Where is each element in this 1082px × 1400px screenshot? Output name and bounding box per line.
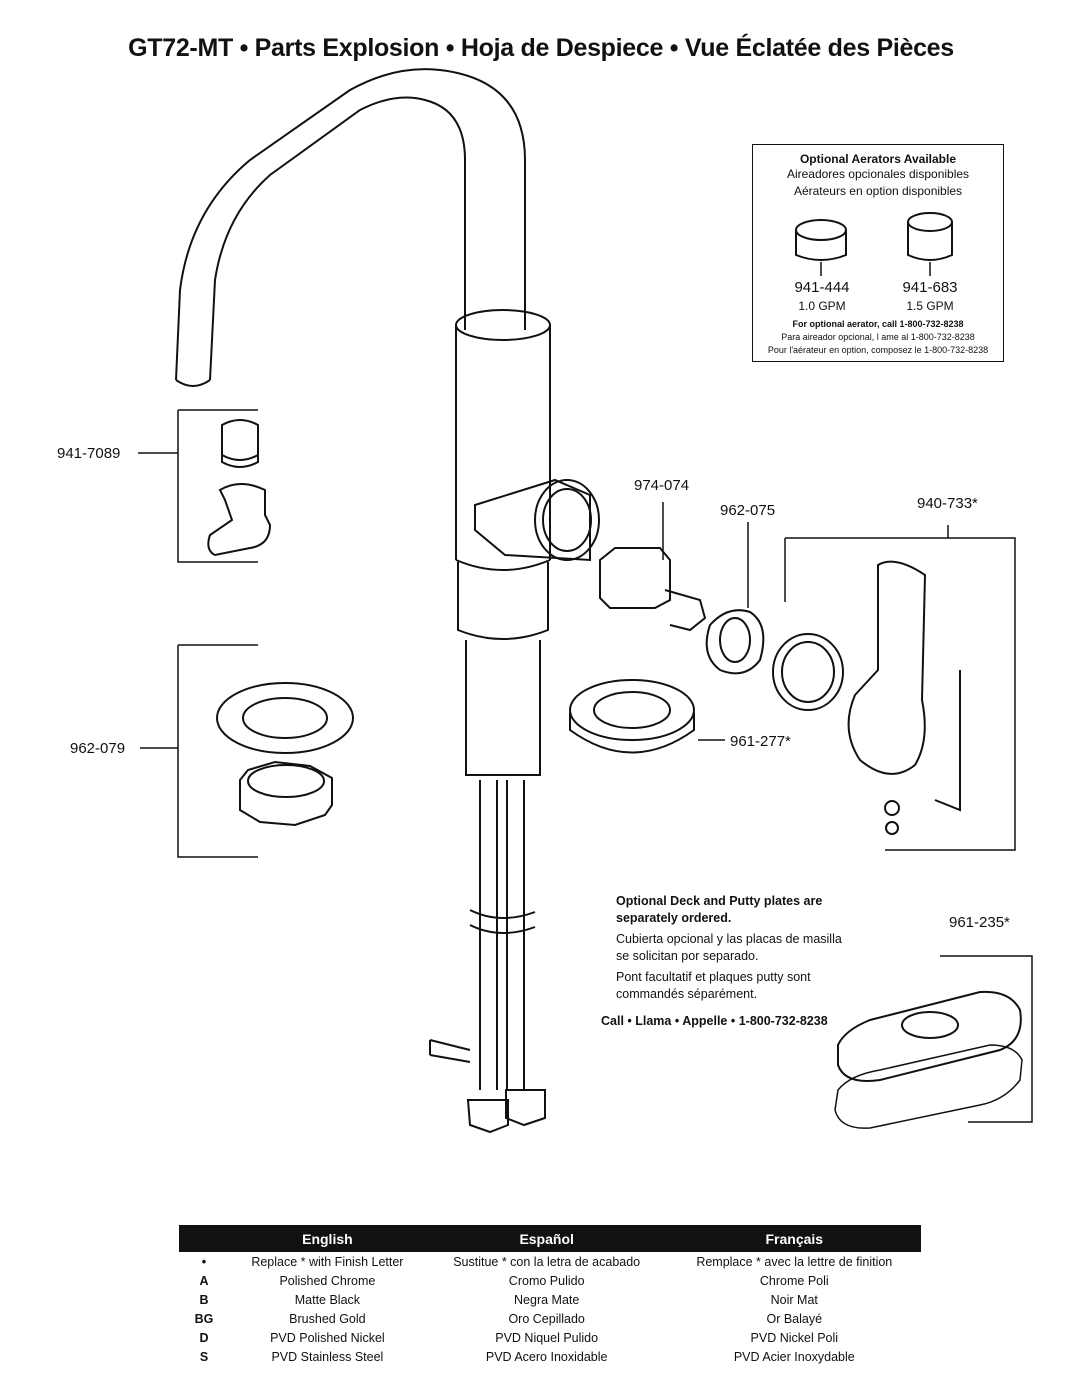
column-header: English xyxy=(229,1225,426,1252)
aerators-call-en: For optional aerator, call 1-800-732-823… xyxy=(792,319,964,329)
finish-fr: Or Balayé xyxy=(766,1311,823,1326)
finish-en: Replace * with Finish Letter xyxy=(251,1254,404,1269)
finish-es: Oro Cepillado xyxy=(508,1311,585,1326)
threaded-shank-illustration xyxy=(465,640,541,776)
finish-en: PVD Stainless Steel xyxy=(271,1349,384,1364)
handle-kit-illustration xyxy=(772,525,1016,851)
finish-fr: PVD Nickel Poli xyxy=(750,1330,839,1345)
finish-fr: PVD Acier Inoxydable xyxy=(733,1349,855,1364)
finish-fr: Remplace * avec la lettre de finition xyxy=(696,1254,893,1269)
aerators-call-es: Para aireador opcional, l ame al 1-800-7… xyxy=(781,332,975,342)
faucet-body-illustration xyxy=(455,309,600,640)
aerators-heading-es: Aireadores opcionales disponibles xyxy=(786,167,970,181)
finish-code: B xyxy=(199,1292,209,1307)
finish-code: A xyxy=(199,1273,209,1288)
callout-mounting-kit: 962-079 xyxy=(70,740,126,757)
aerator-flow-rate: 1.5 GPM xyxy=(906,299,954,313)
finish-code: BG xyxy=(194,1311,214,1326)
deck-note-es: Cubierta opcional y las placas de masill… xyxy=(616,932,842,963)
finish-es: Cromo Pulido xyxy=(508,1273,585,1288)
deck-note-call: Call • Llama • Appelle • 1-800-732-8238 xyxy=(601,1014,828,1028)
aerators-heading-fr: Aérateurs en option disponibles xyxy=(793,184,963,198)
supply-lines-illustration xyxy=(429,780,546,1134)
aerator-flow-rate: 1.0 GPM xyxy=(798,299,846,313)
finish-en: Brushed Gold xyxy=(289,1311,366,1326)
column-header xyxy=(179,1225,229,1252)
callout-escutcheon: 961-277* xyxy=(730,733,791,750)
deck-note-fr: Pont facultatif et plaques putty sont co… xyxy=(616,970,811,1001)
deck-plate-note: Optional Deck and Putty plates are separ… xyxy=(616,893,856,1007)
optional-aerators-box: Optional Aerators Available Aireadores o… xyxy=(752,144,1004,362)
bonnet-nut-illustration xyxy=(705,522,765,675)
callout-handle-kit: 940-733* xyxy=(917,495,978,512)
aerator-kit-illustration xyxy=(138,409,272,563)
column-header: Español xyxy=(425,1225,668,1252)
table-row: • Replace * with Finish Letter Sustitue … xyxy=(179,1252,921,1271)
aerator-part-number: 941-683 xyxy=(902,279,958,296)
finish-fr: Chrome Poli xyxy=(759,1273,829,1288)
table-row: S PVD Stainless Steel PVD Acero Inoxidab… xyxy=(179,1347,921,1366)
callout-bonnet-nut: 962-075 xyxy=(720,502,776,519)
finish-en: Matte Black xyxy=(294,1292,361,1307)
finish-es: Negra Mate xyxy=(514,1292,580,1307)
finish-fr: Noir Mat xyxy=(770,1292,818,1307)
callout-deck-plate: 961-235* xyxy=(949,914,1010,931)
aerator-part-number: 941-444 xyxy=(794,279,850,296)
finish-es: PVD Acero Inoxidable xyxy=(485,1349,608,1364)
table-row: A Polished Chrome Cromo Pulido Chrome Po… xyxy=(179,1271,921,1290)
table-row: D PVD Polished Nickel PVD Niquel Pulido … xyxy=(179,1328,921,1347)
finish-en: Polished Chrome xyxy=(279,1273,376,1288)
deck-plate-illustration xyxy=(834,955,1033,1129)
escutcheon-illustration xyxy=(569,679,725,754)
column-header: Français xyxy=(667,1225,921,1252)
finish-table: English Español Français • Replace * wit… xyxy=(179,1225,921,1366)
finish-code: • xyxy=(201,1254,207,1269)
finish-code: D xyxy=(199,1330,209,1345)
table-row: B Matte Black Negra Mate Noir Mat xyxy=(179,1290,921,1309)
aerators-heading: Optional Aerators Available xyxy=(799,152,957,166)
finish-table-header: English Español Français xyxy=(179,1225,921,1252)
callout-cartridge: 974-074 xyxy=(634,477,690,494)
callout-aerator-kit: 941-7089 xyxy=(57,445,121,462)
table-row: BG Brushed Gold Oro Cepillado Or Balayé xyxy=(179,1309,921,1328)
mounting-kit-illustration xyxy=(140,644,354,858)
finish-code: S xyxy=(199,1349,209,1364)
cartridge-illustration xyxy=(599,502,707,632)
spout-illustration xyxy=(175,68,526,387)
page-title: GT72-MT • Parts Explosion • Hoja de Desp… xyxy=(128,34,954,62)
aerators-call-fr: Pour l'aérateur en option, composez le 1… xyxy=(767,345,989,355)
finish-en: PVD Polished Nickel xyxy=(270,1330,385,1345)
finish-es: Sustitue * con la letra de acabado xyxy=(453,1254,641,1269)
optional-aerator-icons xyxy=(795,212,953,276)
deck-note-en: Optional Deck and Putty plates are separ… xyxy=(616,894,823,925)
finish-es: PVD Niquel Pulido xyxy=(495,1330,599,1345)
